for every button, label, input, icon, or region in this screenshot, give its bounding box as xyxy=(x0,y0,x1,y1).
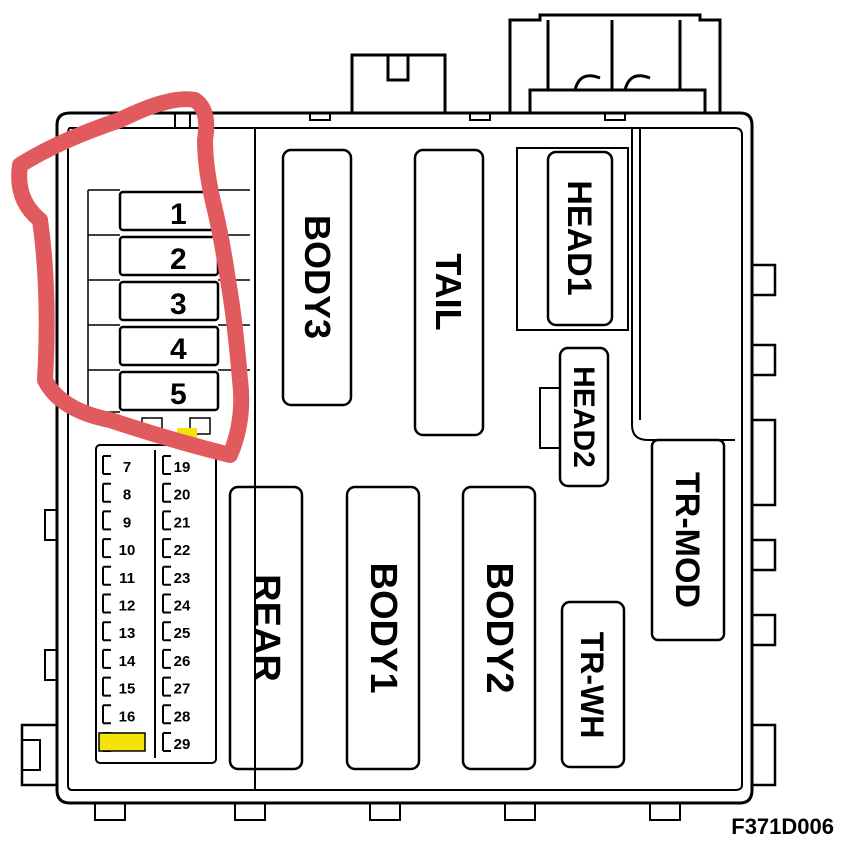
relays xyxy=(228,147,726,771)
annotation-circle-mark xyxy=(11,91,250,463)
mini-fuse-slot xyxy=(162,538,171,559)
relay-label-head1: HEAD1 xyxy=(560,180,598,295)
relay-label-head2: HEAD2 xyxy=(567,366,600,468)
mini-fuse-label: 13 xyxy=(119,625,136,642)
mini-fuse-slot xyxy=(102,621,111,642)
mini-fuse-label: 26 xyxy=(174,653,191,670)
fuse-box-housing xyxy=(20,111,777,821)
mini-fuse-label: 22 xyxy=(174,542,191,559)
mini-fuse-slot xyxy=(162,482,171,503)
mini-fuse-slot xyxy=(162,676,171,697)
relay-tr-mod xyxy=(650,438,726,642)
mini-fuse-slot xyxy=(162,621,171,642)
mini-fuse-column-right: 19 20 21 22 23 24 25 26 27 28 29 xyxy=(162,455,191,753)
relay-head2 xyxy=(558,346,610,488)
relay-head1 xyxy=(546,150,614,327)
fuse-label-3: 3 xyxy=(170,288,187,321)
mini-fuse-label: 23 xyxy=(174,570,191,587)
mini-fuse-slot xyxy=(102,455,111,475)
mini-fuse-label: 27 xyxy=(174,681,191,698)
mini-fuse-label: 8 xyxy=(123,487,131,504)
fuse-label-4: 4 xyxy=(170,333,187,366)
mini-fuse-slot xyxy=(162,593,171,614)
relay-body2 xyxy=(461,485,537,771)
top-connector xyxy=(350,13,722,112)
relay-body3 xyxy=(281,148,353,407)
fuse-17-highlight xyxy=(98,732,146,752)
fuse-19-highlight xyxy=(177,428,197,438)
fuse-label-2: 2 xyxy=(170,243,187,276)
mini-fuse-slot xyxy=(102,704,111,725)
relay-label-body2: BODY2 xyxy=(478,563,520,694)
relay-label-body1: BODY1 xyxy=(362,563,404,694)
mini-fuse-slot xyxy=(162,704,171,725)
mini-fuse-label: 7 xyxy=(123,459,131,476)
mini-fuse-label: 29 xyxy=(174,736,191,753)
mini-fuse-label: 20 xyxy=(174,487,191,504)
relay-body1 xyxy=(345,485,421,771)
fuse-label-1: 1 xyxy=(170,198,187,231)
mini-fuse-column-left: 7891011121314151617 xyxy=(102,455,136,753)
mini-fuse-label: 12 xyxy=(119,598,136,615)
mini-fuse-label: 19 xyxy=(174,459,191,476)
mini-fuse-label: 9 xyxy=(123,514,131,531)
mini-fuse-label: 11 xyxy=(119,570,135,587)
large-fuse-block xyxy=(87,189,250,435)
relay-tail xyxy=(413,148,485,437)
diagram-code: F371D006 xyxy=(731,814,834,839)
mini-fuse-label: 10 xyxy=(119,542,136,559)
mini-fuse-slot xyxy=(162,510,171,531)
fuse-label-5: 5 xyxy=(170,378,187,411)
mini-fuse-block xyxy=(95,444,217,764)
mini-fuse-slot xyxy=(102,565,111,586)
mini-fuse-slot xyxy=(102,593,111,614)
relay-label-body3: BODY3 xyxy=(297,215,338,339)
relay-label-tr-wh: TR-WH xyxy=(574,632,610,739)
mini-fuse-slot xyxy=(102,538,111,559)
mini-fuse-slot xyxy=(162,455,171,475)
mini-fuse-slot xyxy=(162,565,171,586)
mini-fuse-label: 15 xyxy=(119,681,136,698)
mini-fuse-label: 21 xyxy=(174,514,191,531)
mini-fuse-label: 16 xyxy=(119,708,136,725)
relay-label-tail: TAIL xyxy=(428,253,469,330)
mini-fuse-slot xyxy=(102,676,111,697)
relay-rear xyxy=(228,485,304,771)
mini-fuse-label: 14 xyxy=(119,653,136,670)
mini-fuse-label: 25 xyxy=(174,625,191,642)
mini-fuse-slot xyxy=(162,648,171,669)
relay-label-rear: REAR xyxy=(245,574,287,682)
relay-tr-wh xyxy=(560,600,626,769)
mini-fuse-slot xyxy=(162,732,171,752)
relay-label-tr-mod: TR-MOD xyxy=(668,472,706,608)
mini-fuse-slot xyxy=(102,482,111,503)
mini-fuse-slot xyxy=(102,510,111,531)
mini-fuse-label: 28 xyxy=(174,708,191,725)
mini-fuse-label: 24 xyxy=(174,598,191,615)
mini-fuse-slot xyxy=(102,648,111,669)
